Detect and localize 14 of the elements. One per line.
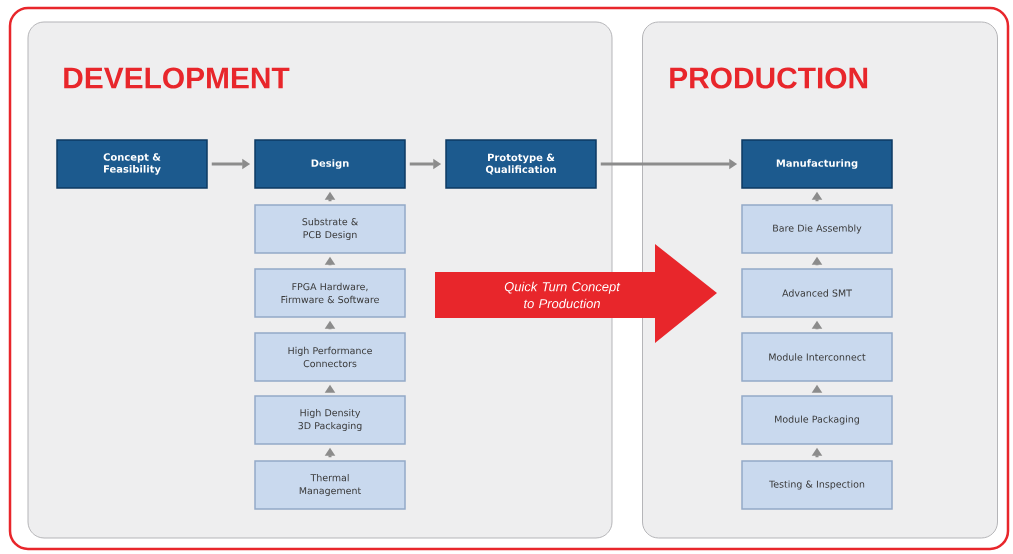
step-box: FPGA Hardware, Firmware & Software bbox=[254, 268, 406, 318]
step-box: High Density 3D Packaging bbox=[254, 395, 406, 445]
step-box: Bare Die Assembly bbox=[741, 204, 893, 254]
step-box: Testing & Inspection bbox=[741, 460, 893, 510]
step-box: Module Interconnect bbox=[741, 332, 893, 382]
stage-box: Manufacturing bbox=[741, 139, 893, 189]
step-box: Thermal Management bbox=[254, 460, 406, 510]
step-box: High Performance Connectors bbox=[254, 332, 406, 382]
step-box: Module Packaging bbox=[741, 395, 893, 445]
stage-box: Concept & Feasibility bbox=[56, 139, 208, 189]
stage-box: Prototype & Qualification bbox=[445, 139, 597, 189]
step-box: Substrate & PCB Design bbox=[254, 204, 406, 254]
step-box: Advanced SMT bbox=[741, 268, 893, 318]
stage-box: Design bbox=[254, 139, 406, 189]
